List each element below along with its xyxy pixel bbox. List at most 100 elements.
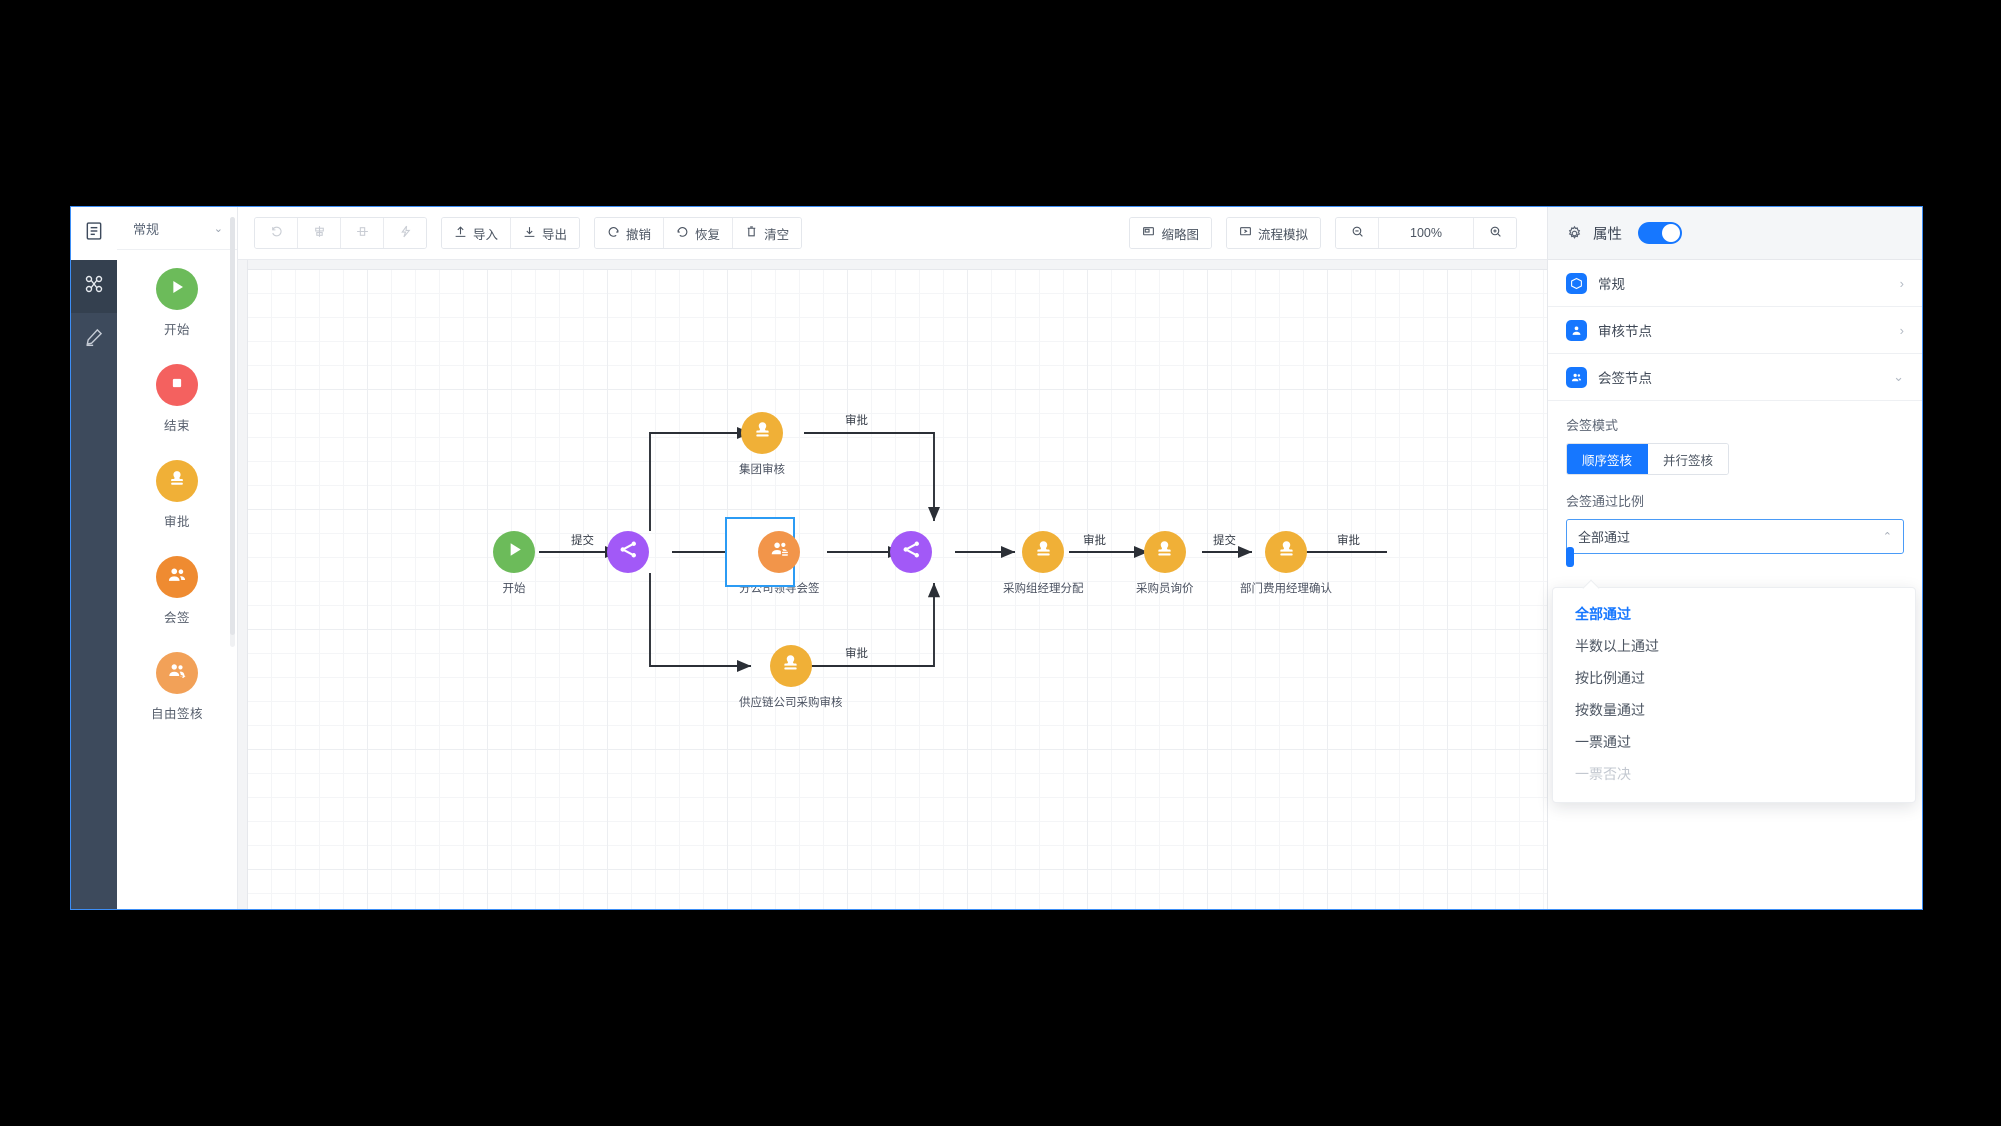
toolbar-btn-redo[interactable]: 恢复	[664, 218, 734, 248]
flow-node-buyer-quote[interactable]: 采购员询价	[1136, 531, 1194, 596]
toolbar-group-history: 撤销 恢复 清空	[594, 217, 803, 249]
toolbar-btn-align[interactable]	[298, 218, 341, 248]
toolbar-btn-undo[interactable]: 撤销	[595, 218, 665, 248]
palette-header[interactable]: 常规 ⌄	[117, 207, 237, 250]
properties-header: 属性	[1548, 207, 1922, 260]
palette-body: 开始 结束 审批	[117, 250, 237, 909]
edge-label: 提交	[571, 535, 594, 547]
prop-row-general[interactable]: 常规 ›	[1548, 260, 1922, 307]
toolbar-btn-zoom-out[interactable]	[1336, 218, 1379, 248]
palette-item-approve[interactable]: 审批	[117, 460, 237, 530]
flow-node-label: 集团审核	[739, 464, 785, 476]
rail-item-pen[interactable]	[71, 313, 117, 366]
play-icon	[166, 276, 188, 303]
seg-parallel[interactable]: 并行签核	[1648, 444, 1729, 474]
toolbar-btn-label: 撤销	[626, 227, 652, 242]
palette-scrollbar[interactable]	[230, 217, 235, 647]
play-icon	[503, 538, 526, 566]
ruler-horizontal	[238, 260, 1547, 270]
palette-item-label: 会签	[163, 611, 190, 625]
toolbar-btn-zoom-in[interactable]	[1474, 218, 1516, 248]
upload-icon	[454, 225, 467, 241]
toolbar-btn-distribute[interactable]	[341, 218, 384, 248]
flow-node-branch-countersign[interactable]: 分公司领导会签	[725, 517, 820, 596]
dropdown-option-all-pass[interactable]: 全部通过	[1575, 606, 1631, 622]
flow-canvas[interactable]: 开始	[247, 269, 1547, 909]
properties-title: 属性	[1593, 226, 1622, 243]
minimap-icon	[1142, 225, 1155, 241]
seg-sequential[interactable]: 顺序签核	[1567, 444, 1649, 474]
prop-row-review-node[interactable]: 审核节点 ›	[1548, 307, 1922, 354]
gateway-icon-wrap	[607, 531, 649, 573]
dropdown-option-count-pass[interactable]: 按数量通过	[1575, 702, 1645, 718]
edge-label: 提交	[1213, 535, 1236, 547]
flow-node-start[interactable]: 开始	[493, 531, 535, 596]
approve-icon-wrap	[1265, 531, 1307, 573]
edge-label: 审批	[1337, 535, 1360, 547]
dropdown-option-percentage-pass[interactable]: 按比例通过	[1575, 670, 1645, 686]
approve-node-swatch	[156, 460, 198, 502]
toolbar-btn-label: 缩略图	[1161, 227, 1199, 242]
toolbar-group-simulate: 流程模拟	[1225, 217, 1321, 249]
dropdown-option-one-vote-pass[interactable]: 一票通过	[1575, 734, 1631, 750]
properties-toggle[interactable]	[1638, 222, 1682, 244]
toolbar-btn-label: 清空	[764, 227, 790, 242]
toolbar-btn-label: 导入	[473, 227, 499, 242]
countersign-settings: 会签模式 顺序签核 并行签核 会签通过比例 全部通过 ⌃	[1548, 401, 1922, 554]
canvas-area[interactable]: 开始	[238, 260, 1547, 909]
toolbar-group-io: 导入 导出	[441, 217, 581, 249]
flow-node-gateway-1[interactable]	[607, 531, 649, 573]
trash-icon	[745, 225, 758, 241]
countersign-ratio-dropdown: 全部通过 半数以上通过 按比例通过 按数量通过 一票通过 一票否决	[1552, 579, 1916, 803]
zoom-out-icon	[1351, 225, 1364, 241]
countersign-ratio-select[interactable]: 全部通过 ⌃	[1566, 519, 1904, 554]
stamp-icon	[1153, 538, 1176, 566]
flow-node-group-review[interactable]: 集团审核	[739, 412, 785, 477]
flow-node-dept-cost-manager[interactable]: 部门费用经理确认	[1240, 531, 1332, 596]
palette-item-countersign[interactable]: 会签	[117, 556, 237, 626]
distribute-icon	[356, 225, 369, 241]
edge-label: 审批	[1083, 535, 1106, 547]
approve-icon-wrap	[741, 412, 783, 454]
undo-icon	[607, 225, 620, 241]
flow-node-gateway-2[interactable]	[890, 531, 932, 573]
rail-item-form[interactable]	[71, 207, 117, 260]
gateway-icon-wrap	[890, 531, 932, 573]
palette-item-free-sign[interactable]: 自由签核	[117, 652, 237, 722]
node-palette: 常规 ⌄ 开始 结束	[117, 207, 238, 909]
dropdown-option-one-vote-veto[interactable]: 一票否决	[1575, 766, 1631, 782]
zoom-level-label[interactable]: 100%	[1379, 218, 1474, 248]
stop-icon	[166, 372, 188, 399]
chevron-down-icon: ⌄	[1893, 369, 1904, 384]
flow-node-label: 供应链公司采购审核	[739, 697, 843, 709]
toolbar-group-minimap: 缩略图	[1129, 217, 1212, 249]
countersign-ratio-label: 会签通过比例	[1566, 494, 1645, 509]
toolbar-btn-import[interactable]: 导入	[442, 218, 512, 248]
toolbar-btn-simulate[interactable]: 流程模拟	[1226, 218, 1320, 248]
group-icon	[166, 564, 188, 591]
ruler-vertical	[238, 260, 248, 909]
stamp-icon	[779, 652, 802, 680]
dropdown-option-majority-pass[interactable]: 半数以上通过	[1575, 638, 1659, 654]
end-node-swatch	[156, 364, 198, 406]
palette-item-label: 结束	[163, 419, 190, 433]
palette-item-end[interactable]: 结束	[117, 364, 237, 434]
editor-center: 导入 导出 撤销	[238, 207, 1547, 909]
toolbar-btn-clear[interactable]: 清空	[733, 218, 802, 248]
flow-node-supply-review[interactable]: 供应链公司采购审核	[739, 645, 843, 710]
rail-item-flow[interactable]	[71, 260, 117, 313]
toolbar-btn-export[interactable]: 导出	[511, 218, 580, 248]
workflow-designer-window: 常规 ⌄ 开始 结束	[70, 206, 1923, 910]
flow-node-purchase-manager[interactable]: 采购组经理分配	[1003, 531, 1084, 596]
group-list-icon	[768, 538, 791, 566]
start-node-icon-wrap	[493, 531, 535, 573]
toolbar-btn-label: 恢复	[695, 227, 721, 242]
toolbar-btn-label: 流程模拟	[1257, 227, 1308, 242]
share-icon	[900, 538, 923, 566]
toolbar-btn-minimap[interactable]: 缩略图	[1130, 218, 1211, 248]
toolbar-btn-rotate[interactable]	[255, 218, 298, 248]
prop-row-countersign-node[interactable]: 会签节点 ⌄	[1548, 354, 1922, 401]
stamp-icon	[166, 468, 188, 495]
palette-item-start[interactable]: 开始	[117, 268, 237, 338]
toolbar-btn-quick[interactable]	[384, 218, 426, 248]
